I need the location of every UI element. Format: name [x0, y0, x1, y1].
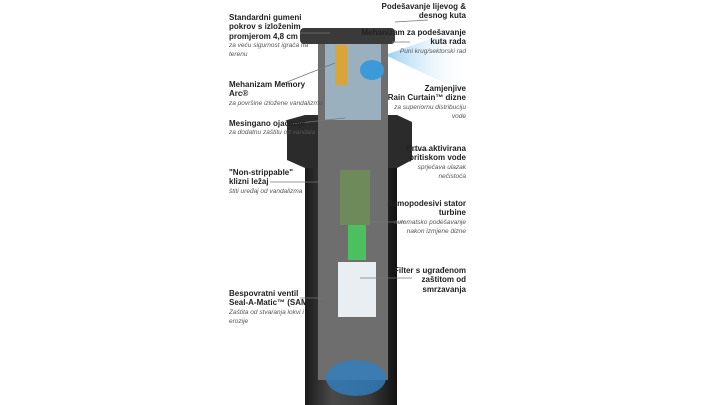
callout-title: Mehanizam za podešavanje [361, 28, 466, 37]
turbine [348, 225, 366, 260]
turret [325, 40, 381, 120]
callout-title: desnog kuta [418, 11, 466, 21]
stator [340, 170, 370, 225]
callout-title: Bespovratni ventil [229, 289, 299, 298]
callout-title: Seal-A-Matic™ (SAM) [229, 298, 311, 308]
nozzle [360, 60, 384, 80]
arc-mechanism [335, 45, 347, 85]
rubber-cover [300, 28, 395, 44]
callout-title: Arc® [229, 89, 249, 99]
callout-description: sprječava ulazak [417, 163, 466, 171]
callout-title: Standardni gumeni [229, 13, 302, 22]
callout-description: vode [451, 112, 466, 120]
callout-title: zaštitom od [421, 275, 466, 285]
callout-description: za dodatnu zaštitu od vandala [229, 129, 316, 137]
callout-description: za superiornu distribuciju [394, 103, 466, 111]
callout-title: pritiskom vode [409, 153, 466, 163]
callout-description: terenu [229, 51, 248, 59]
callout-title: Zamjenjive [424, 84, 466, 93]
callout-title: Rain Curtain™ dizne [387, 93, 466, 103]
callout-description: nakon izmjene dizne [406, 227, 466, 235]
callout-description: Zaštita od stvaranja lokvi i [229, 308, 304, 316]
callout-description: Puni krug/sektorski rad [399, 47, 466, 55]
callout-description: automatsko podešavanje [393, 218, 466, 226]
callout-title: Samopodesivi stator [387, 199, 466, 208]
callout-title: kuta rada [430, 37, 466, 47]
callout-description: za površine izložene vandalizmu [229, 99, 323, 107]
callout-description: nečistoća [438, 172, 466, 180]
filter [338, 262, 376, 317]
callout-title: turbine [438, 208, 466, 218]
callout-description: za veću sigurnost igrača na [229, 42, 309, 50]
leader-lines [270, 19, 430, 299]
callout-title: Mesingano ojačanje [229, 119, 306, 128]
callout-title: promjerom 4,8 cm [229, 31, 298, 41]
callout-title: Mehanizam Memory [229, 80, 306, 89]
water-spray [385, 25, 470, 95]
right-callout-0: Podešavanje lijevog &desnog kuta [382, 2, 466, 21]
callout-title: klizni ležaj [229, 177, 269, 187]
callout-title: smrzavanja [422, 284, 466, 294]
callout-title: "Non-strippable" [229, 168, 294, 177]
callout-description: štiti uređaj od vandalizma [229, 187, 303, 195]
callout-title: Podešavanje lijevog & [381, 2, 466, 11]
callout-description: erozije [229, 317, 249, 325]
water-inlet [326, 360, 386, 396]
callout-title: Filter s ugrađenom [393, 266, 466, 275]
callout-title: pokrov s izloženim [229, 22, 301, 32]
callout-title: Brtva aktivirana [405, 144, 466, 153]
